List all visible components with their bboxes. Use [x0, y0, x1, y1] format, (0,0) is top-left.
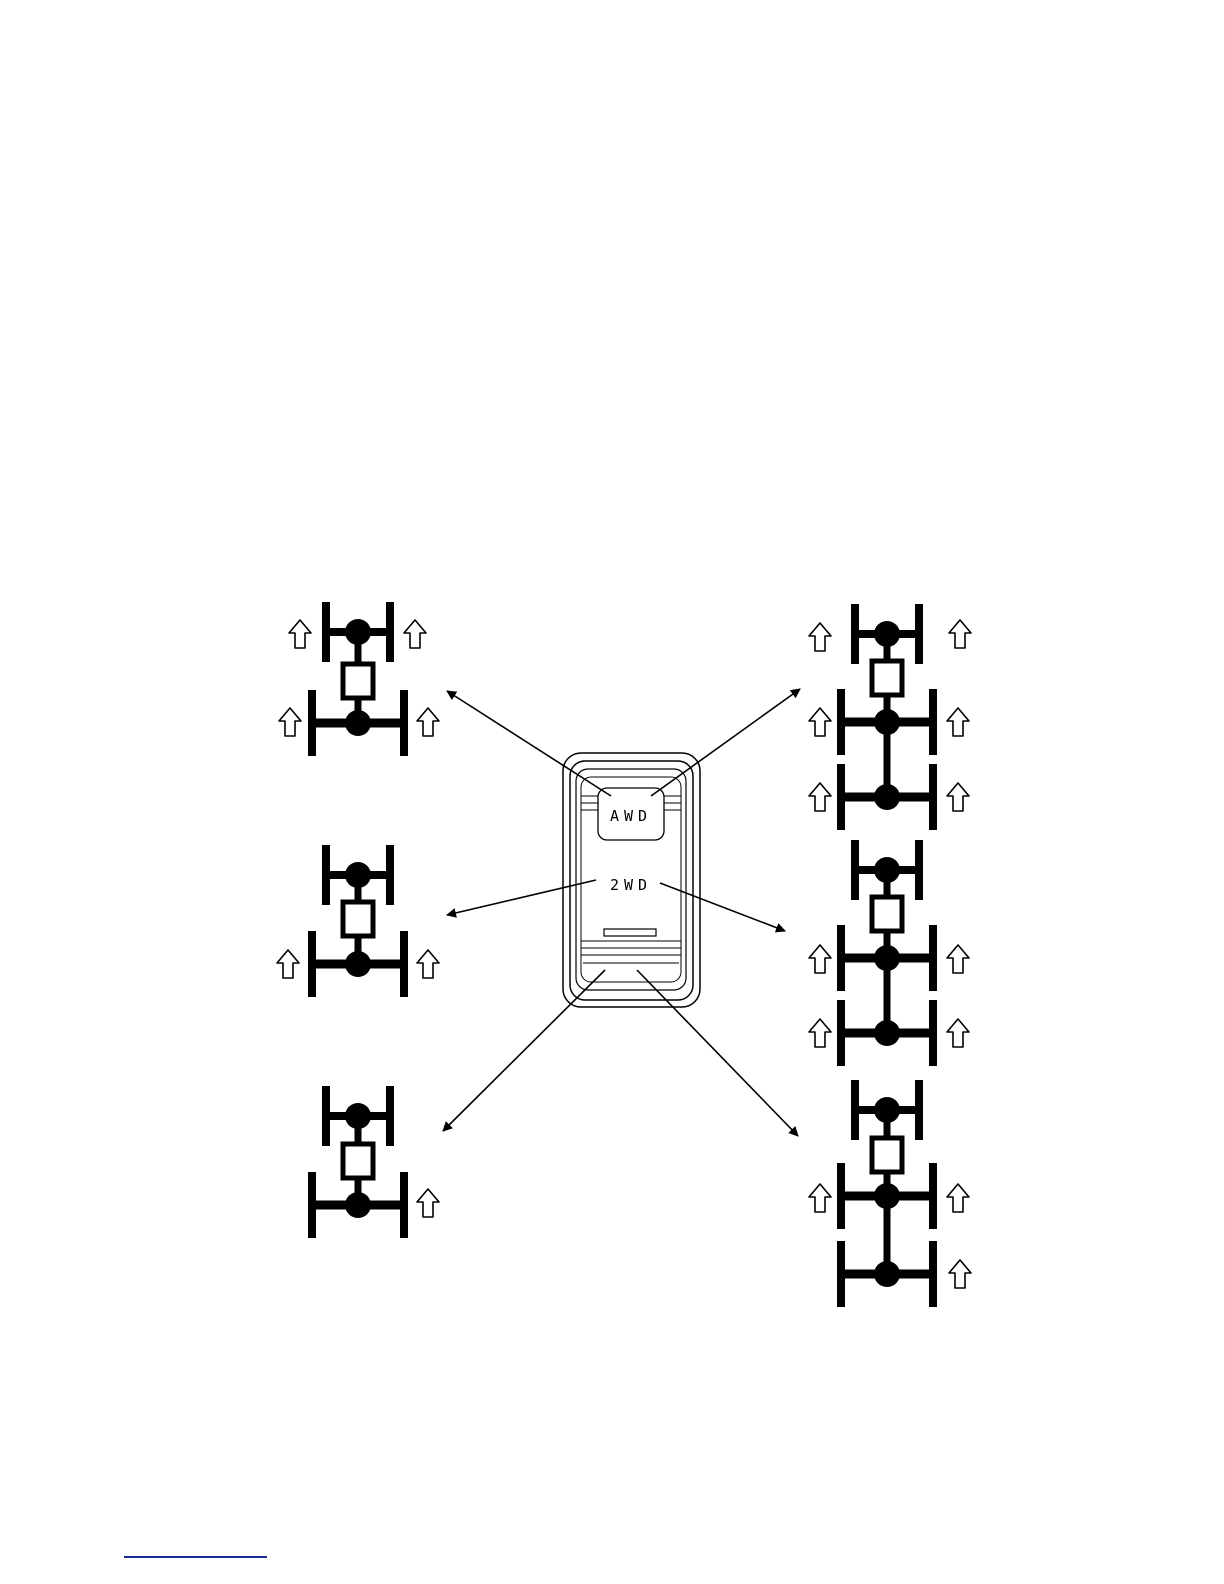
transfer-case-icon — [872, 661, 902, 695]
drive-arrow-icon — [809, 783, 831, 811]
drive-arrow-icon — [404, 620, 426, 648]
drive-arrow-icon — [417, 708, 439, 736]
arrow-awd-to-three-axle-all — [651, 689, 800, 796]
transfer-case-icon — [343, 664, 373, 698]
transfer-case-icon — [343, 1144, 373, 1178]
drive-arrow-icon — [949, 1260, 971, 1288]
drive-arrow-icon — [947, 1019, 969, 1047]
config-two-axle-rear — [277, 845, 439, 997]
drive-arrow-icon — [289, 620, 311, 648]
drive-arrow-icon — [809, 1019, 831, 1047]
switch-label-2wd: 2WD — [610, 876, 652, 894]
footnote-separator — [124, 1556, 267, 1558]
drive-arrow-icon — [809, 708, 831, 736]
drive-arrow-icon — [947, 945, 969, 973]
drive-arrow-icon — [417, 950, 439, 978]
config-three-axle-all — [809, 604, 971, 830]
drive-arrow-icon — [809, 945, 831, 973]
config-two-axle-all — [279, 602, 439, 756]
drive-arrow-icon — [277, 950, 299, 978]
drive-arrow-icon — [947, 708, 969, 736]
transfer-case-icon — [872, 1138, 902, 1172]
drive-arrow-icon — [949, 620, 971, 648]
drive-arrow-icon — [279, 708, 301, 736]
drive-arrow-icon — [809, 1184, 831, 1212]
rocker-switch: AWD 2WD — [563, 753, 700, 1007]
drive-arrow-icon — [809, 623, 831, 651]
transfer-case-icon — [872, 897, 902, 931]
transfer-case-icon — [343, 902, 373, 936]
arrow-bottom-to-three-axle-split — [637, 970, 798, 1136]
config-two-axle-rear-right — [312, 1086, 439, 1238]
config-three-axle-split — [809, 1080, 971, 1307]
config-three-axle-rear-pair — [809, 840, 969, 1066]
drive-arrow-icon — [947, 783, 969, 811]
arrow-awd-to-two-axle-all — [447, 691, 611, 796]
arrow-bottom-to-two-axle-rear-right — [443, 970, 605, 1131]
drive-arrow-icon — [417, 1189, 439, 1217]
drive-arrow-icon — [947, 1184, 969, 1212]
switch-label-awd: AWD — [610, 807, 652, 825]
